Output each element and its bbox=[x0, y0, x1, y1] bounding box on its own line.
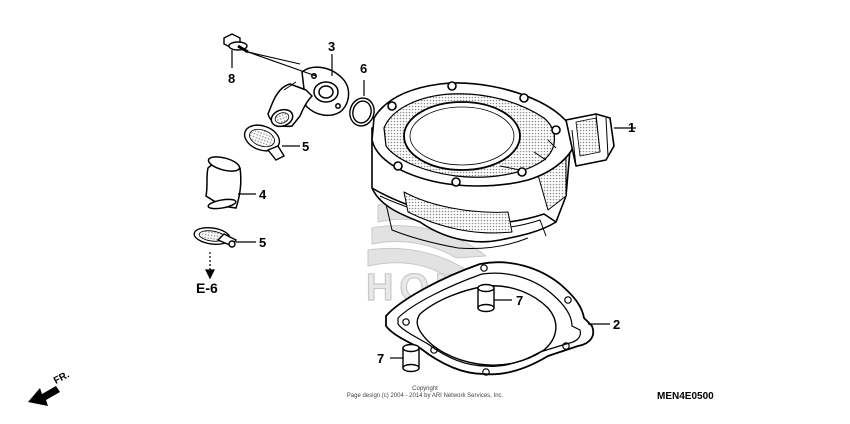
callout-3[interactable]: 3 bbox=[328, 39, 336, 54]
copyright-notice: Copyright Page design (c) 2004 - 2014 by… bbox=[300, 386, 550, 400]
hose-clamp-lower-part bbox=[193, 226, 238, 248]
callout-5-upper[interactable]: 5 bbox=[302, 139, 310, 154]
dowel-pin-upper-part bbox=[477, 283, 495, 313]
leader-bolt-2 bbox=[247, 51, 301, 65]
reference-arrow-icon bbox=[205, 252, 215, 280]
callout-4[interactable]: 4 bbox=[259, 187, 267, 202]
copyright-line-1: Copyright bbox=[412, 386, 438, 392]
o-ring-part bbox=[349, 97, 375, 127]
copyright-line-2: Page design (c) 2004 - 2014 by ARI Netwo… bbox=[346, 393, 504, 399]
leader-bolt-1 bbox=[247, 51, 317, 77]
reference-e6[interactable]: E-6 bbox=[196, 280, 218, 296]
callout-7-upper[interactable]: 7 bbox=[516, 293, 524, 308]
callout-8[interactable]: 8 bbox=[228, 71, 236, 86]
cylinder-part bbox=[371, 81, 615, 249]
callout-7-lower[interactable]: 7 bbox=[377, 351, 385, 366]
water-pipe-joint-part bbox=[267, 66, 350, 128]
callout-2[interactable]: 2 bbox=[613, 317, 621, 332]
callout-5-lower[interactable]: 5 bbox=[259, 235, 267, 250]
flange-bolt-part bbox=[223, 33, 249, 54]
callout-1[interactable]: 1 bbox=[628, 120, 636, 135]
hose-clamp-upper-part bbox=[243, 124, 285, 161]
front-direction-arrow-icon bbox=[28, 386, 60, 406]
water-hose-part bbox=[205, 156, 242, 210]
callout-6[interactable]: 6 bbox=[360, 61, 368, 76]
dowel-pin-lower-part bbox=[402, 343, 420, 373]
diagram-code: MEN4E0500 bbox=[657, 391, 714, 402]
